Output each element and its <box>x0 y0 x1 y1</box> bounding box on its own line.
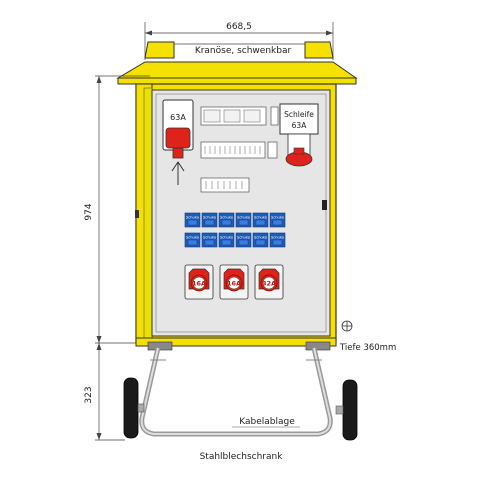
schuko-label: Schuko <box>254 216 267 220</box>
cabinet-type-label: Stahlblechschrank <box>200 452 284 462</box>
schuko-label: Schuko <box>203 236 216 240</box>
cabinet-height-label: 974 <box>84 203 94 220</box>
width-label: 668,5 <box>226 22 252 32</box>
schuko-label: Schuko <box>271 236 284 240</box>
left-wheel <box>123 377 145 439</box>
schuko-label: Schuko <box>237 216 250 220</box>
main-breakers <box>200 106 279 126</box>
cee-socket-rating: 16A <box>227 280 241 288</box>
mcb-row-lower <box>200 177 250 193</box>
right-wheel <box>335 379 358 441</box>
width-dimension: 668,5 <box>144 22 334 60</box>
cee-socket: 16A <box>219 264 249 300</box>
schuko-socket: Schuko <box>218 212 235 228</box>
trolley-frame <box>139 347 333 437</box>
cabinet-roof <box>116 61 358 85</box>
height-dimension: 974 323 <box>84 75 150 441</box>
schuko-socket: Schuko <box>218 232 235 248</box>
schuko-label: Schuko <box>186 236 199 240</box>
schuko-socket: Schuko <box>252 212 269 228</box>
schuko-socket: Schuko <box>252 232 269 248</box>
cee-socket-row: 16A 16A 32A <box>184 264 284 300</box>
schuko-label: Schuko <box>220 236 233 240</box>
schuko-socket: Schuko <box>269 232 286 248</box>
ground-symbol-icon <box>341 320 353 332</box>
schuko-label: Schuko <box>254 236 267 240</box>
schuko-label: Schuko <box>186 216 199 220</box>
cee-socket: 32A <box>254 264 284 300</box>
crane-eye-bracket: Kranöse, schwenkbar <box>144 41 334 59</box>
schuko-socket: Schuko <box>201 232 218 248</box>
loop-socket-63a: Schleife 63A <box>279 103 319 167</box>
cee-socket-rating: 32A <box>262 280 276 288</box>
lower-height-label: 323 <box>84 386 94 403</box>
schuko-socket: Schuko <box>184 212 201 228</box>
schuko-label: Schuko <box>203 216 216 220</box>
loop-socket-rating: 63A <box>292 121 308 130</box>
schuko-label: Schuko <box>271 216 284 220</box>
loop-socket-title: Schleife <box>284 110 314 119</box>
mcb-row-upper <box>200 141 278 159</box>
schuko-socket: Schuko <box>235 232 252 248</box>
schuko-label: Schuko <box>220 216 233 220</box>
main-cee-plug-63a: 63A <box>162 99 194 159</box>
arrow-up-icon <box>171 161 185 185</box>
schuko-label: Schuko <box>237 236 250 240</box>
schuko-socket: Schuko <box>235 212 252 228</box>
cable-storage-label: Kabelablage <box>239 417 295 427</box>
schuko-socket: Schuko <box>269 212 286 228</box>
schuko-socket: Schuko <box>184 232 201 248</box>
main-plug-rating: 63A <box>170 113 186 122</box>
depth-label: Tiefe 360mm <box>339 343 396 353</box>
schuko-socket: Schuko <box>201 212 218 228</box>
crane-eye-label: Kranöse, schwenkbar <box>195 46 292 56</box>
cee-socket: 16A <box>184 264 214 300</box>
cee-socket-rating: 16A <box>192 280 206 288</box>
